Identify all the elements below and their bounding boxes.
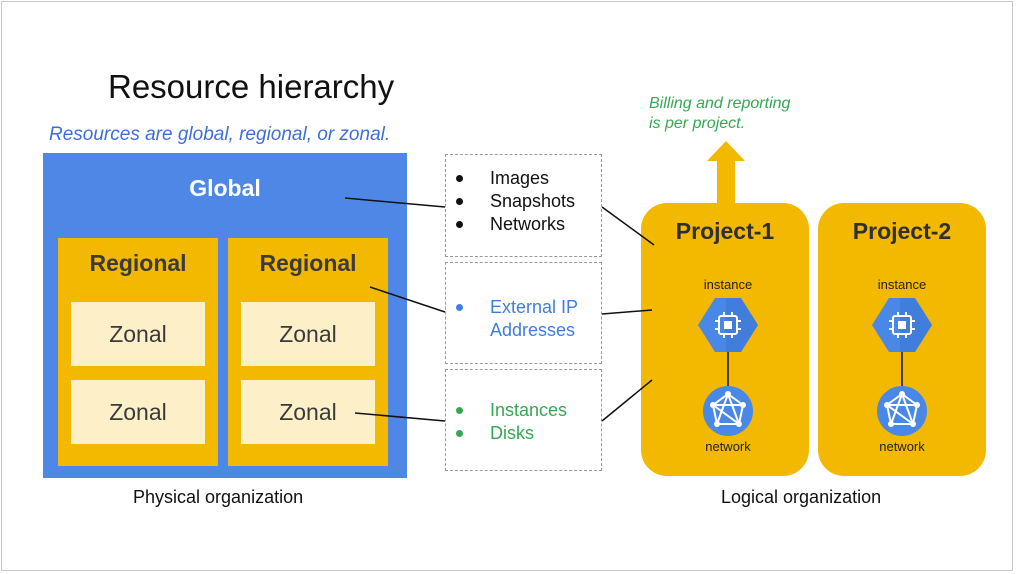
network-icon bbox=[877, 386, 927, 436]
regional-label: Regional bbox=[259, 250, 357, 276]
instance-label: instance bbox=[877, 277, 927, 292]
page-subtitle: Resources are global, regional, or zonal… bbox=[49, 124, 391, 145]
instance-label: instance bbox=[703, 277, 753, 292]
resource-images: Images bbox=[490, 168, 550, 188]
list-item: Networks bbox=[446, 213, 601, 236]
resource-external-ip: External IP bbox=[490, 297, 579, 317]
connector-project-ip bbox=[601, 309, 653, 315]
cpu-chip-icon bbox=[872, 298, 932, 352]
connector-zonal bbox=[354, 412, 446, 422]
project-name: Project-1 bbox=[675, 218, 775, 244]
global-label: Global bbox=[189, 175, 261, 201]
bullet-icon bbox=[456, 304, 463, 311]
zonal-box: Zonal bbox=[71, 302, 205, 366]
zonal-resources-box: Instances Disks bbox=[445, 369, 602, 471]
regional-resources-box: External IP Addresses bbox=[445, 262, 602, 364]
bullet-icon bbox=[456, 175, 463, 182]
list-item: Instances bbox=[446, 399, 601, 422]
resource-snapshots: Snapshots bbox=[490, 191, 576, 211]
bullet-icon bbox=[456, 198, 463, 205]
bullet-icon bbox=[456, 430, 463, 437]
connector-lines bbox=[344, 197, 655, 422]
zonal-box: Zonal bbox=[241, 380, 375, 444]
list-item: External IP bbox=[446, 296, 601, 319]
connector-global bbox=[344, 197, 446, 208]
resource-disks: Disks bbox=[490, 423, 534, 443]
logical-caption: Logical organization bbox=[721, 487, 882, 507]
list-item: Addresses bbox=[446, 319, 601, 342]
global-resources-box: Images Snapshots Networks bbox=[445, 154, 602, 257]
connector-project-instances bbox=[601, 379, 653, 422]
cpu-chip-icon bbox=[698, 298, 758, 352]
zonal-box: Zonal bbox=[241, 302, 375, 366]
list-item: Disks bbox=[446, 422, 601, 445]
list-item: Images bbox=[446, 167, 601, 190]
network-label: network bbox=[705, 439, 751, 454]
zonal-box: Zonal bbox=[71, 380, 205, 444]
network-label: network bbox=[879, 439, 925, 454]
network-icon bbox=[703, 386, 753, 436]
billing-note-line: Billing and reporting bbox=[649, 95, 791, 112]
physical-caption: Physical organization bbox=[133, 487, 304, 507]
billing-note: Billing and reporting is per project. bbox=[649, 94, 790, 134]
resource-networks: Networks bbox=[490, 214, 566, 234]
billing-note-line: is per project. bbox=[649, 115, 746, 132]
resource-addresses: Addresses bbox=[490, 320, 576, 340]
connector-regional bbox=[369, 286, 446, 313]
regional-label: Regional bbox=[89, 250, 187, 276]
bullet-icon bbox=[456, 407, 463, 414]
resource-instances: Instances bbox=[490, 400, 568, 420]
bullet-icon bbox=[456, 221, 463, 228]
list-item: Snapshots bbox=[446, 190, 601, 213]
up-arrow-icon bbox=[707, 141, 745, 205]
project-name: Project-2 bbox=[852, 218, 952, 244]
connector-project-images bbox=[601, 206, 655, 246]
page-title: Resource hierarchy bbox=[108, 68, 395, 105]
